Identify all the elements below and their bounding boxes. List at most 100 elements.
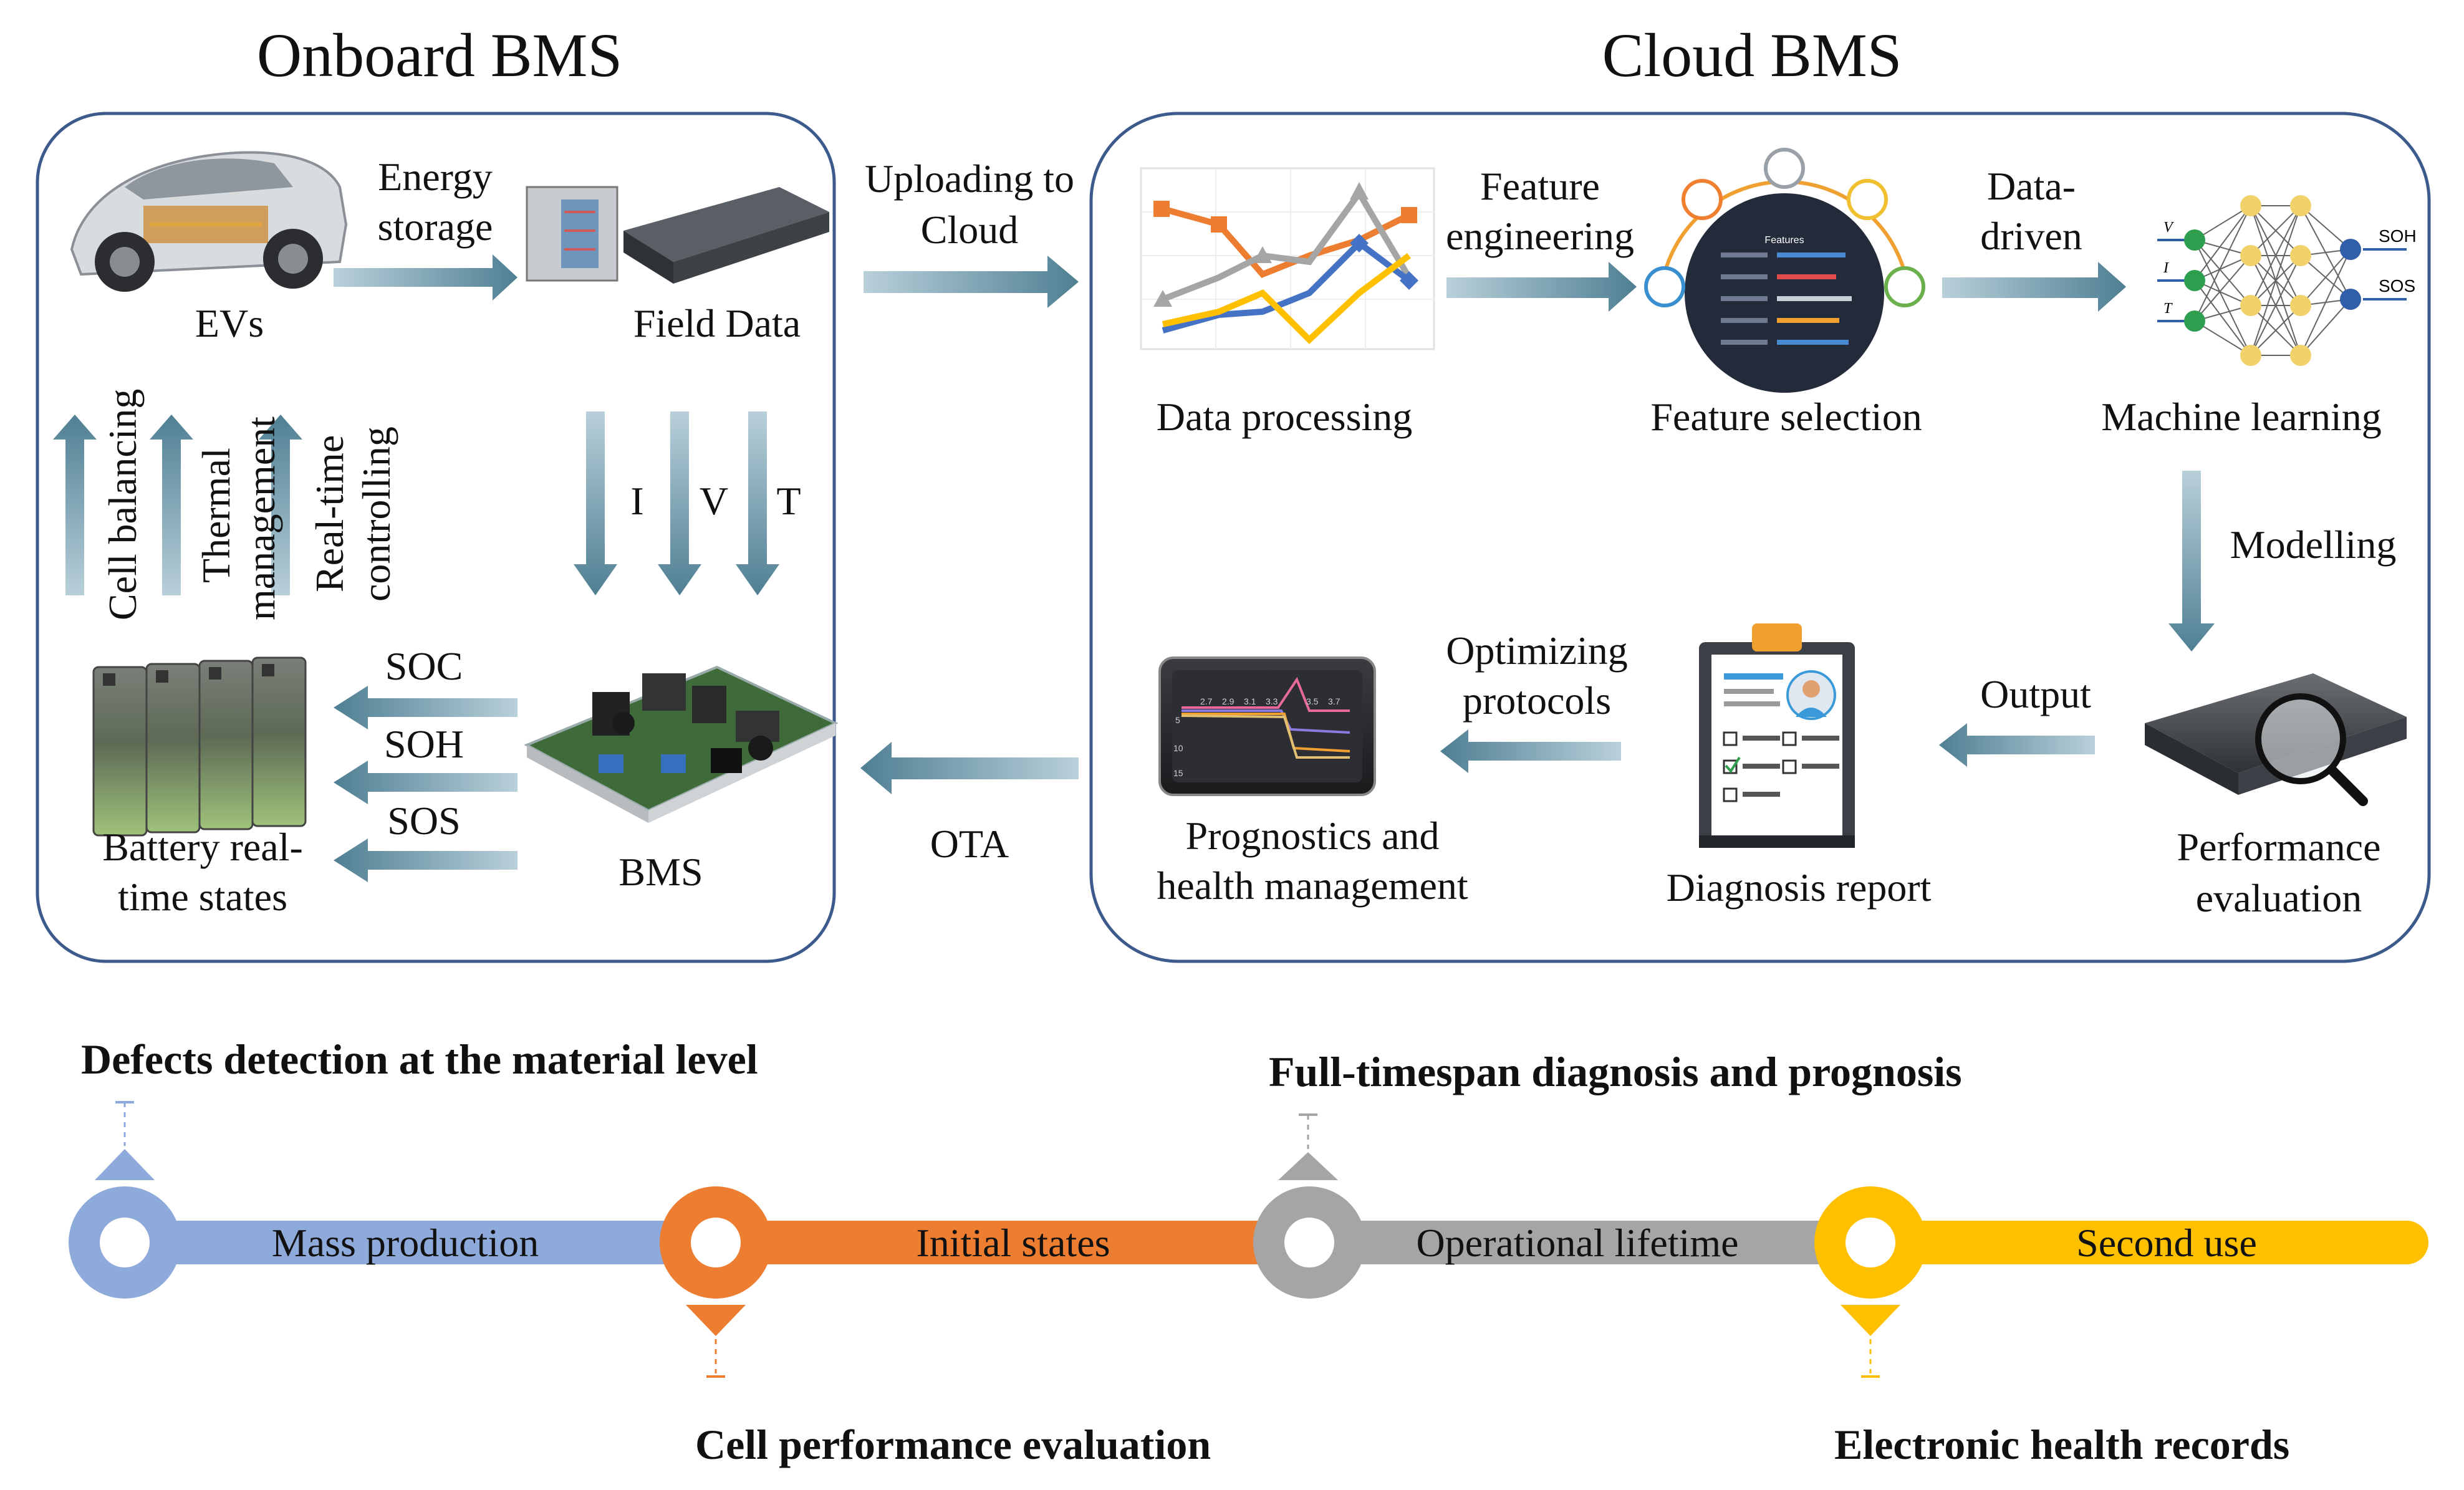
- neural-network-image: [2157, 195, 2407, 366]
- machine-learning-label: Machine learning: [2101, 395, 2382, 439]
- nn-output-soh: SOH: [2379, 226, 2417, 246]
- feature-engineering-label-2: engineering: [1446, 214, 1634, 258]
- arrow-data-driven: [1942, 262, 2126, 312]
- feature-selection-image: Features: [1644, 148, 1925, 393]
- performance-evaluation-image: [2145, 673, 2407, 806]
- data-driven-label-2: driven: [1980, 214, 2082, 258]
- energy-storage-label-2: storage: [378, 204, 493, 249]
- svg-text:Features: Features: [1764, 235, 1804, 246]
- performance-evaluation-label-1: Performance: [2177, 825, 2381, 869]
- realtime-label-1: Real-time: [307, 435, 352, 592]
- marker-ehr: [1841, 1305, 1900, 1378]
- tablet-xtick-2: 2.9: [1222, 696, 1234, 706]
- arrow-cell-balancing: [53, 415, 97, 595]
- timeline-ring-operational-lifetime: [1253, 1186, 1365, 1299]
- data-processing-chart-image: [1140, 167, 1435, 350]
- phm-tablet-image: [1158, 656, 1376, 796]
- annotation-ehr: Electronic health records: [1834, 1421, 2289, 1468]
- arrow-ota: [860, 742, 1079, 794]
- arrow-output: [1939, 723, 2095, 767]
- thermal-label-2: management: [239, 416, 283, 620]
- tablet-xtick-1: 2.7: [1200, 696, 1213, 706]
- bms-label: BMS: [618, 850, 703, 894]
- stage-operational-lifetime: Operational lifetime: [1416, 1221, 1738, 1265]
- onboard-bms-title: Onboard BMS: [257, 21, 622, 90]
- timeline-ring-mass-production: [69, 1186, 181, 1299]
- timeline-bar-blue: [100, 1221, 717, 1264]
- signal-v-label: V: [700, 479, 728, 523]
- upload-label-1: Uploading to: [865, 156, 1074, 201]
- arrow-feature-engineering: [1446, 262, 1637, 312]
- stage-initial-states: Initial states: [916, 1221, 1110, 1265]
- optimizing-label-1: Optimizing: [1446, 628, 1628, 673]
- thermal-label-1: Thermal: [194, 448, 238, 583]
- arrow-energy-storage: [334, 254, 517, 300]
- data-driven-label-1: Data-: [1987, 164, 2076, 208]
- soc-label: SOC: [385, 644, 463, 688]
- stage-mass-production: Mass production: [272, 1221, 539, 1265]
- data-processing-label: Data processing: [1157, 395, 1413, 439]
- evs-label: EVs: [195, 301, 264, 345]
- nn-input-t: T: [2163, 300, 2173, 317]
- arrow-realtime-controlling: [259, 415, 302, 595]
- arrow-modelling: [2168, 471, 2215, 651]
- arrow-upload-to-cloud: [864, 256, 1079, 308]
- annotation-cell-performance: Cell performance evaluation: [695, 1421, 1211, 1468]
- arrow-voltage: [658, 411, 701, 595]
- ev-car-image: [70, 151, 348, 292]
- arrow-soh: [334, 761, 517, 804]
- annotation-defects-detection: Defects detection at the material level: [81, 1036, 758, 1083]
- feature-selection-label: Feature selection: [1650, 395, 1922, 439]
- arrow-temperature: [736, 411, 779, 595]
- nn-input-i: I: [2163, 260, 2169, 276]
- stage-second-use: Second use: [2076, 1221, 2257, 1265]
- tablet-xtick-6: 3.7: [1328, 696, 1340, 706]
- tablet-ytick-3: 15: [1173, 768, 1183, 778]
- marker-defects: [95, 1101, 155, 1180]
- signal-t-label: T: [776, 479, 801, 523]
- signal-i-label: I: [630, 479, 643, 523]
- performance-evaluation-label-2: evaluation: [2196, 876, 2362, 920]
- arrow-soc: [334, 686, 517, 729]
- timeline-bar-orange: [692, 1221, 1309, 1264]
- realtime-label-2: controlling: [354, 426, 398, 602]
- marker-cell-performance: [686, 1305, 746, 1378]
- ota-label: OTA: [930, 822, 1009, 866]
- cell-balancing-label: Cell balancing: [100, 389, 145, 620]
- arrow-sos: [334, 839, 517, 882]
- bms-board-image: [524, 665, 839, 823]
- cloud-bms-title: Cloud BMS: [1602, 21, 1902, 90]
- output-label: Output: [1980, 672, 2091, 716]
- nn-input-v: V: [2163, 219, 2174, 236]
- modelling-label: Modelling: [2230, 522, 2397, 567]
- arrow-current: [574, 411, 617, 595]
- tablet-xtick-4: 3.3: [1266, 696, 1278, 706]
- soh-label: SOH: [384, 722, 464, 766]
- sos-label: SOS: [387, 799, 460, 843]
- feature-engineering-label-1: Feature: [1480, 164, 1600, 208]
- diagnosis-report-label: Diagnosis report: [1667, 865, 1932, 910]
- tablet-ytick-2: 10: [1173, 743, 1183, 753]
- field-data-label: Field Data: [633, 301, 801, 345]
- battery-states-label-2: time states: [118, 875, 287, 919]
- energy-storage-label-1: Energy: [378, 155, 493, 199]
- onboard-panel: [36, 112, 836, 963]
- phm-label-2: health management: [1157, 863, 1468, 908]
- arrow-optimizing-protocols: [1440, 729, 1621, 773]
- tablet-xtick-3: 3.1: [1244, 696, 1256, 706]
- marker-full-timespan: [1278, 1113, 1338, 1180]
- timeline-bar-yellow: [1846, 1221, 2428, 1264]
- diagnosis-report-image: [1699, 623, 1855, 848]
- timeline-ring-initial-states: [660, 1186, 772, 1299]
- nn-output-sos: SOS: [2379, 276, 2415, 296]
- phm-label-1: Prognostics and: [1185, 814, 1439, 858]
- optimizing-label-2: protocols: [1463, 678, 1611, 723]
- tablet-xtick-5: 3.5: [1306, 696, 1319, 706]
- upload-label-2: Cloud: [921, 208, 1018, 252]
- timeline-ring-second-use: [1814, 1186, 1927, 1299]
- timeline-bar-gray: [1284, 1221, 1883, 1264]
- field-data-battery-image: [526, 186, 829, 284]
- arrow-thermal-management: [150, 415, 193, 595]
- cloud-panel: [1089, 112, 2431, 963]
